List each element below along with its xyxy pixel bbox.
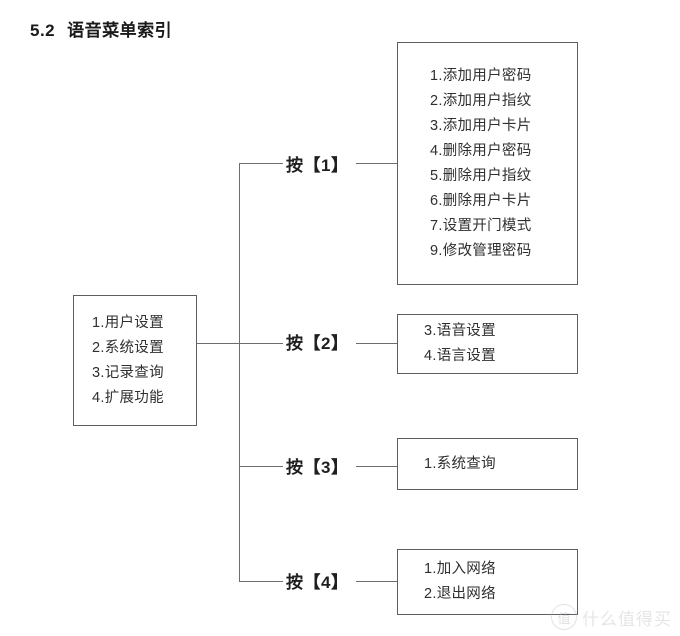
branch-box-4: 1.加入网络 2.退出网络 [397,549,578,615]
list-item: 2.添加用户指纹 [430,92,532,109]
branch-box-3: 1.系统查询 [397,438,578,490]
branch-box-2: 3.语音设置 4.语言设置 [397,314,578,374]
watermark-logo-icon: 值 [551,604,577,630]
list-item: 1.系统查询 [424,455,496,472]
list-item: 1.用户设置 [92,314,164,331]
label-to-box-connector-4 [356,581,398,583]
list-item: 1.加入网络 [424,561,496,577]
list-item: 7.设置开门模式 [430,217,532,234]
list-item: 4.扩展功能 [92,389,164,406]
list-item: 6.删除用户卡片 [430,192,532,209]
list-item: 9.修改管理密码 [430,242,532,259]
trunk-stub-branch-1 [239,163,283,165]
branch-label-3: 按【3】 [286,458,349,477]
list-item: 2.退出网络 [424,586,496,602]
page-title: 5.2 语音菜单索引 [30,16,172,41]
watermark: 值 什么值得买 [551,604,672,630]
trunk-line [239,163,241,581]
section-title: 语音菜单索引 [67,21,173,40]
list-item: 3.记录查询 [92,364,164,381]
root-menu-box: 1.用户设置 2.系统设置 3.记录查询 4.扩展功能 [73,295,197,426]
watermark-text: 什么值得买 [582,609,672,629]
root-to-trunk-connector [196,343,240,345]
branch-list-1: 1.添加用户密码 2.添加用户指纹 3.添加用户卡片 4.删除用户密码 5.删除… [398,64,577,264]
label-to-box-connector-1 [356,163,398,165]
branch-label-2: 按【2】 [286,334,349,353]
label-to-box-connector-2 [356,343,398,345]
branch-label-4: 按【4】 [286,573,349,592]
branch-list-2: 3.语音设置 4.语言设置 [398,319,577,369]
trunk-stub-branch-3 [239,466,283,468]
list-item: 1.添加用户密码 [430,67,532,84]
branch-label-1: 按【1】 [286,156,349,175]
list-item: 4.删除用户密码 [430,142,532,159]
trunk-stub-branch-2 [239,343,283,345]
section-number: 5.2 [30,21,56,40]
branch-list-4: 1.加入网络 2.退出网络 [398,557,577,607]
list-item: 3.语音设置 [424,323,496,339]
list-item: 5.删除用户指纹 [430,167,532,184]
list-item: 4.语言设置 [424,348,496,364]
list-item: 3.添加用户卡片 [430,117,532,134]
label-to-box-connector-3 [356,466,398,468]
list-item: 2.系统设置 [92,339,164,356]
branch-box-1: 1.添加用户密码 2.添加用户指纹 3.添加用户卡片 4.删除用户密码 5.删除… [397,42,578,285]
branch-list-3: 1.系统查询 [398,452,577,477]
trunk-stub-branch-4 [239,581,283,583]
root-menu-list: 1.用户设置 2.系统设置 3.记录查询 4.扩展功能 [74,311,196,411]
